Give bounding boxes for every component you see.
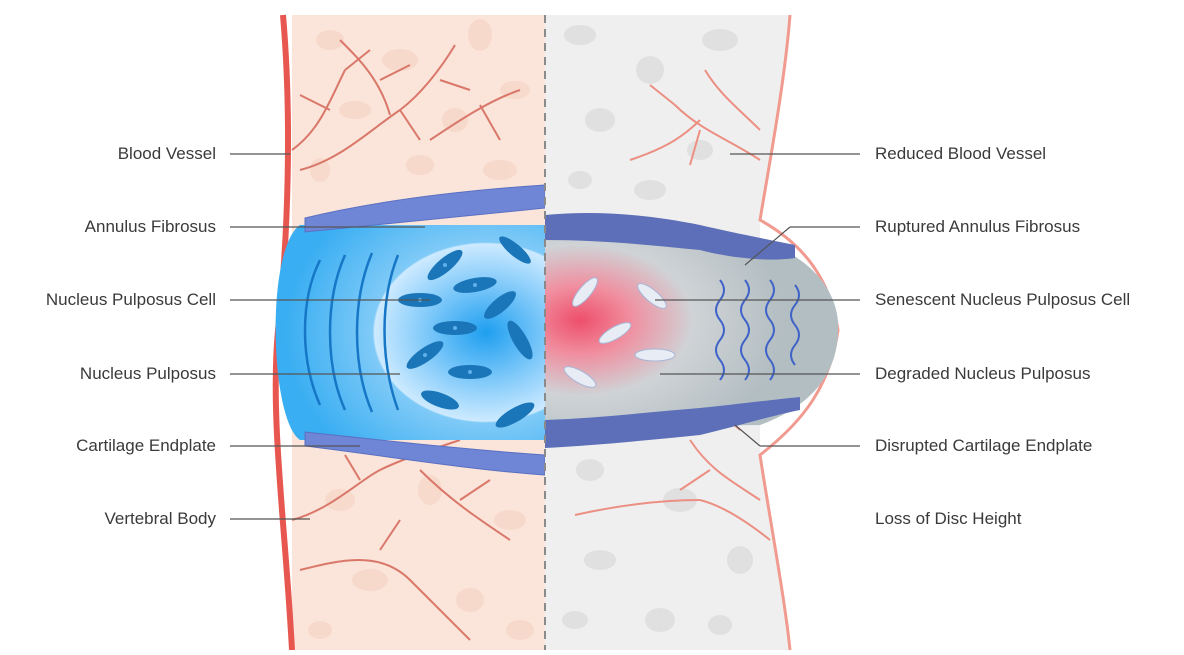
label-vertebral-body: Vertebral Body <box>104 509 216 529</box>
label-reduced-blood-vessel: Reduced Blood Vessel <box>875 144 1046 164</box>
label-senescent-nucleus-pulposus-cell: Senescent Nucleus Pulposus Cell <box>875 290 1130 310</box>
label-cartilage-endplate: Cartilage Endplate <box>76 436 216 456</box>
nucleus-pulposus-region <box>276 225 545 440</box>
degraded-disc <box>545 213 838 448</box>
label-ruptured-annulus-fibrosus: Ruptured Annulus Fibrosus <box>875 217 1080 237</box>
label-nucleus-pulposus-cell: Nucleus Pulposus Cell <box>46 290 216 310</box>
label-blood-vessel: Blood Vessel <box>118 144 216 164</box>
label-degraded-nucleus-pulposus: Degraded Nucleus Pulposus <box>875 364 1090 384</box>
label-loss-of-disc-height: Loss of Disc Height <box>875 509 1021 529</box>
label-nucleus-pulposus: Nucleus Pulposus <box>80 364 216 384</box>
label-disrupted-cartilage-endplate: Disrupted Cartilage Endplate <box>875 436 1092 456</box>
label-annulus-fibrosus: Annulus Fibrosus <box>85 217 216 237</box>
healthy-disc <box>276 185 545 475</box>
